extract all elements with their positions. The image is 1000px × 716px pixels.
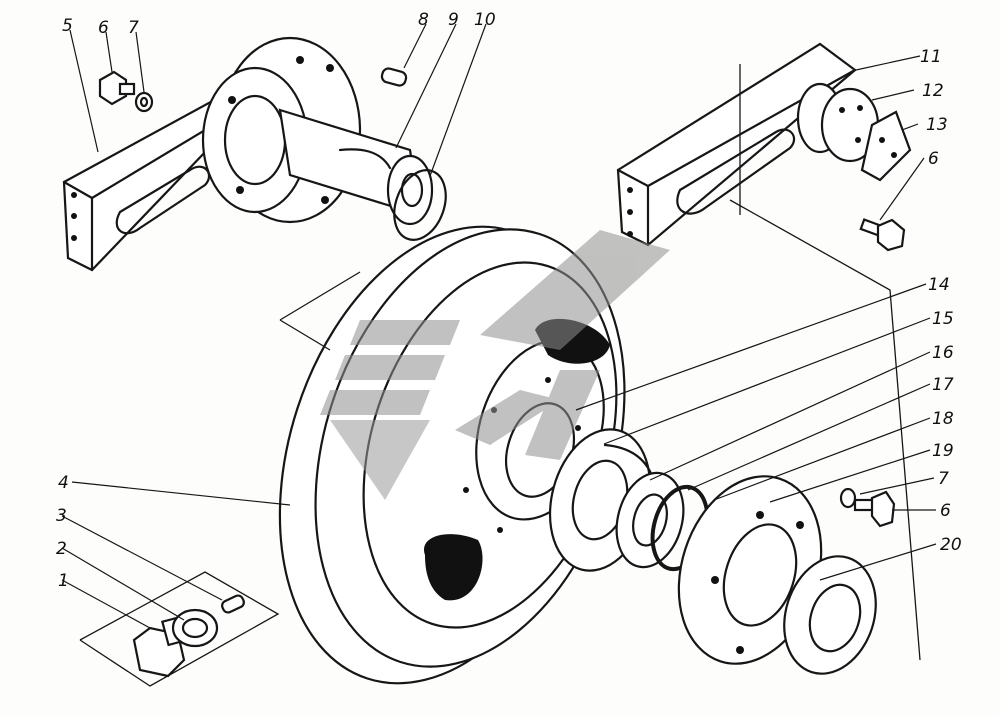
callout-16: 16 [932, 343, 954, 363]
callout-7-top-left: 7 [128, 18, 139, 38]
callout-labels: 5 6 7 8 9 10 11 12 13 6 14 15 16 17 18 1… [56, 10, 962, 591]
callout-4: 4 [58, 473, 69, 493]
callout-19: 19 [932, 441, 954, 461]
key-8 [380, 67, 408, 87]
callout-17: 17 [932, 375, 954, 395]
logo-watermark [320, 230, 670, 500]
left-axle-shaft [278, 108, 434, 226]
callout-13: 13 [926, 115, 948, 135]
bolt-6-right-top [859, 218, 906, 252]
gasket-2 [171, 608, 219, 648]
right-bracket [616, 42, 857, 247]
callout-15: 15 [932, 309, 954, 329]
bolt-6-left [98, 70, 136, 106]
washer-7-left [134, 91, 154, 113]
callout-9: 9 [448, 10, 459, 30]
plate-13 [860, 110, 912, 182]
callout-12: 12 [922, 81, 944, 101]
callout-6-right-top: 6 [928, 149, 939, 169]
callout-1: 1 [58, 571, 69, 591]
leader-lines [61, 23, 937, 661]
callout-11: 11 [920, 47, 942, 67]
callout-7-right: 7 [938, 469, 949, 489]
callout-3: 3 [56, 506, 67, 526]
callout-6-right-bottom: 6 [940, 501, 951, 521]
bolt-6-right-bottom [853, 490, 896, 528]
washer-20 [783, 555, 877, 675]
small-parts-frame [79, 571, 280, 687]
callout-2: 2 [56, 539, 67, 559]
callout-6-top-left: 6 [98, 18, 109, 38]
callout-14: 14 [928, 275, 950, 295]
callout-20: 20 [940, 535, 962, 555]
plate-12 [820, 87, 880, 163]
callout-8: 8 [418, 10, 429, 30]
callout-10: 10 [474, 10, 496, 30]
washer-7-right [839, 487, 857, 509]
callout-5: 5 [62, 16, 73, 36]
nipple-3 [221, 594, 245, 614]
callout-18: 18 [932, 409, 954, 429]
